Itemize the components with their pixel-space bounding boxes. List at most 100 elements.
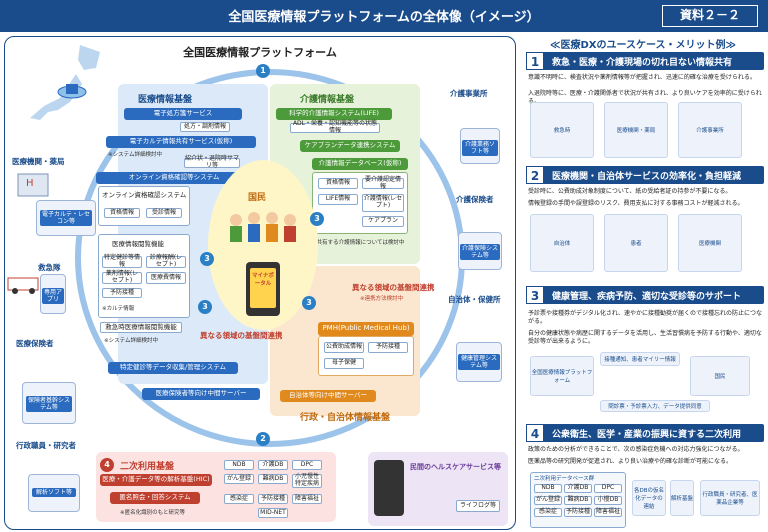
researcher-device-label: 解析ソフト等 [32,488,76,498]
admin-vaccination: 予防接種 [368,342,408,353]
svg-text:H: H [26,178,34,189]
usecase-1-image-1: 救急時 [530,102,594,158]
mynaportal-screen: マイナポータル [250,268,276,308]
header-bar [0,0,768,32]
db-ndb: NDB [224,460,254,470]
medical-base-title: 医療情報基盤 [138,95,193,105]
db-midnet: MID-NET [258,508,288,518]
life-system: 科学的介護情報システム(LIFE) [276,108,392,120]
online-qualification-box: オンライン資格確認等システム [96,172,252,184]
node-label-researcher: 行政職員・研究者 [16,441,76,450]
page-title: 全国医療情報プラットフォームの全体像（イメージ） [228,10,540,25]
ambulance-icon [7,277,39,294]
usecase-2-image-2: 患者 [604,214,668,272]
db-pediatric: 小児慢性特定疾病 [292,474,322,488]
emergency-viewer: 救急時医療情報閲覧機能 [100,322,182,333]
admin-base-title: 行政・自治体情報基盤 [300,413,391,423]
municipal-middle-server: 自治体等向け中間サーバー [280,390,376,402]
usecase-4-users: 行政職員・研究者、医薬品企業等 [700,480,760,516]
node-label-care-insurer: 介護保険者 [456,195,494,204]
node-label-municipality: 自治体・保健所 [448,295,501,304]
document-badge: 資料２－２ [662,5,758,27]
subsidy-info: 公費助成情報 [324,342,364,353]
hic-box: 医療・介護データ等の解析基盤(HIC) [100,474,212,486]
usecase-2-image-3: 医療機関 [678,214,742,272]
usecase-2-line-1: 受診時に、公費助成対象制度について、紙の受給者証の持参が不要になる。 [528,188,732,195]
link-label-2: 異なる領域の基盤間連携 [200,331,283,340]
phr-phone-icon [374,460,404,516]
care-qualification: 資格情報 [318,178,358,189]
medical-viewer-label: 医療情報閲覧機能 [112,240,164,248]
emergency-note: ※システム詳細検討中 [104,338,158,344]
usecase-4-db-title: 二次利用データベース群 [534,476,595,482]
usecase-4-line-1: 政策のための分析ができることで、次の感染症危機への対応力強化につながる。 [528,446,744,453]
careplan-data-system: ケアプランデータ連携システム [300,140,400,152]
phr-title: 民間のヘルスケアサービス等 [410,463,501,471]
uc4-pediatric: 小慢DB [594,496,622,505]
karte-note: ※カルテ情報 [102,306,135,312]
node-label-ambulance: 救急隊 [38,263,61,272]
usecase-title: ≪医療DXのユースケース・メリット例≫ [550,40,736,51]
usecase-3-number: 3 [526,286,544,304]
receipt-info: 診療報酬(レセプト) [146,255,186,268]
usecase-4-analysis: 解析基盤 [670,480,694,516]
usecase-3-line-2: 自分の健康状態や病歴に関するデータを活用し、生活習慣病を予防する行動や、適切な受… [528,330,762,345]
node-label-care-office: 介護事業所 [450,89,488,98]
insurer-middle-server: 医療保険者等向け中間サーバー [142,388,260,400]
japan-map-icon [30,45,100,120]
careplan-info: ケアプラン [362,216,404,227]
maternal-info: 母子保健 [324,358,364,369]
eprescription-box: 電子処方箋サービス [124,108,242,120]
prescription-info: 処方・調剤情報 [180,122,230,132]
insurer-device-label: 保険者基幹システム等 [26,396,72,413]
flow-number-3a: 3 [200,252,214,266]
flow-number-3c: 3 [302,296,316,310]
care-certification: 要介護認定情報 [362,176,404,189]
anonymous-query-box: 匿名照会・回答システム [110,492,200,504]
secondary-title: 二次利用基盤 [120,462,175,472]
db-infection: 感染症 [224,494,254,504]
link-label-1: 異なる領域の基盤間連携 [352,283,435,292]
uc4-care: 介護DB [564,484,592,493]
pmh-box: PMH(Public Medical Hub) [318,322,414,336]
platform-title: 全国医療情報プラットフォーム [183,46,337,59]
uc4-dpc: DPC [594,484,622,493]
ekarte-note: ※システム詳細検討中 [108,152,162,158]
care-insurer-device-label: 介護保険システム等 [460,244,500,261]
usecase-3-image-3: 国民 [690,356,750,396]
life-info: LIFE情報 [318,194,358,205]
qualification-system-frame [98,186,190,226]
usecase-4-linkage: 各DBの仮名化データの連結 [632,480,666,516]
usecase-1-image-3: 介護事業所 [678,102,742,158]
db-care: 介護DB [258,460,288,470]
usecase-3-header: 3 健康管理、疾病予防、適切な受診等のサポート [526,286,764,304]
hospital-icon: H [17,173,49,197]
usecase-4-title: 公衆衛生、医学・産業の振興に資する二次利用 [552,429,742,440]
uc4-disability: 障害福祉 [594,508,622,517]
db-dpc: DPC [292,460,322,470]
referral-info: 紹介状・退院時サマリ等 [184,155,240,169]
uc4-intractable: 難病DB [564,496,592,505]
checkup-info: 特定健診等情報 [102,254,142,268]
usecase-3-image-2: 接種通知、患者マイリー情報 [600,352,680,366]
qualification-info: 資格情報 [104,208,140,218]
ambulance-device-label: 専用アプリ [42,288,64,305]
care-receipt: 介護情報(レセプト) [362,194,404,212]
hospital-device-label: 電子カルテ・レセコン等 [40,210,92,227]
usecase-1-header: 1 救急・医療・介護現場の切れ目ない情報共有 [526,52,764,70]
usecase-1-line-1: 意識不明時に、検査状況や薬剤情報等が把握され、迅速に的確な治療を受けられる。 [528,74,756,81]
care-base-title: 介護情報基盤 [300,95,355,105]
flow-number-3d: 3 [198,300,212,314]
qualification-system-label: オンライン資格確認システム [102,191,187,199]
uc4-infection: 感染症 [534,508,562,517]
drug-info: 薬剤情報(レセプト) [102,271,142,284]
usecase-2-number: 2 [526,166,544,184]
usecase-1-title: 救急・医療・介護現場の切れ目ない情報共有 [552,57,733,68]
db-intractable: 難病DB [258,474,288,484]
db-cancer: がん登録 [224,474,254,484]
usecase-4-line-2: 医薬品等の研究開発が促進され、より良い治療や的確な診断が可能になる。 [528,458,732,465]
municipality-device-label: 健康管理システム等 [458,354,500,371]
flow-number-1: 1 [256,64,270,78]
checkup-data-system: 特定健診等データ収集/管理システム [108,362,238,374]
db-disability: 障害福祉 [292,494,322,504]
